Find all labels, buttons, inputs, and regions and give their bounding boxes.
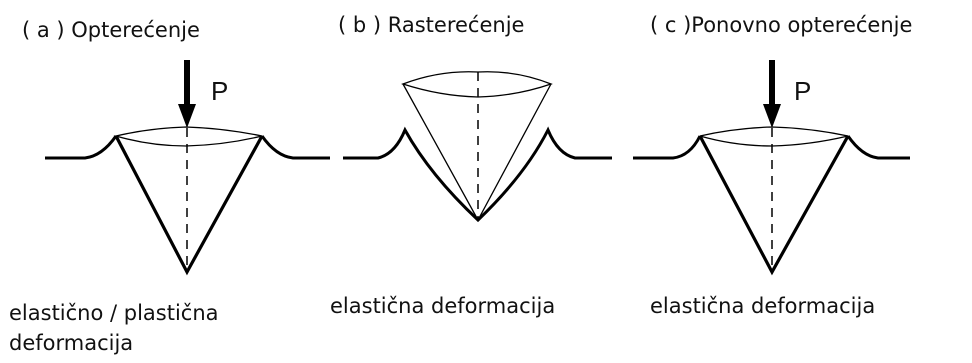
panel-a-caption: elastično / plastična deformacija <box>9 301 219 355</box>
panel-b-drawing <box>343 71 612 223</box>
panel-a-force-arrowhead <box>178 104 196 128</box>
panel-a-indenter <box>114 135 264 276</box>
panel-b-caption: elastična deformacija <box>330 294 556 318</box>
panel-c-indent-top <box>699 126 849 147</box>
panel-a-drawing <box>45 60 330 276</box>
panel-c-force-label: P <box>794 76 812 106</box>
panel-c-force-arrowhead <box>763 104 781 128</box>
panel-c-caption: elastična deformacija <box>650 294 876 318</box>
panel-a-surface <box>45 135 330 160</box>
panel-a-indent-top <box>113 126 263 147</box>
panel-c-drawing <box>633 60 910 276</box>
panel-c-indenter <box>698 135 850 276</box>
panel-b-title: ( b ) Rasterećenje <box>338 13 525 37</box>
panel-b-indent-top <box>401 71 553 98</box>
panel-c-title: ( c )Ponovno opterećenje <box>650 13 913 37</box>
panel-c-surface <box>633 135 910 160</box>
panel-a-force-label: P <box>211 76 229 106</box>
panel-a-title: ( a ) Opterećenje <box>22 18 200 42</box>
panel-b-indenter <box>402 83 552 222</box>
